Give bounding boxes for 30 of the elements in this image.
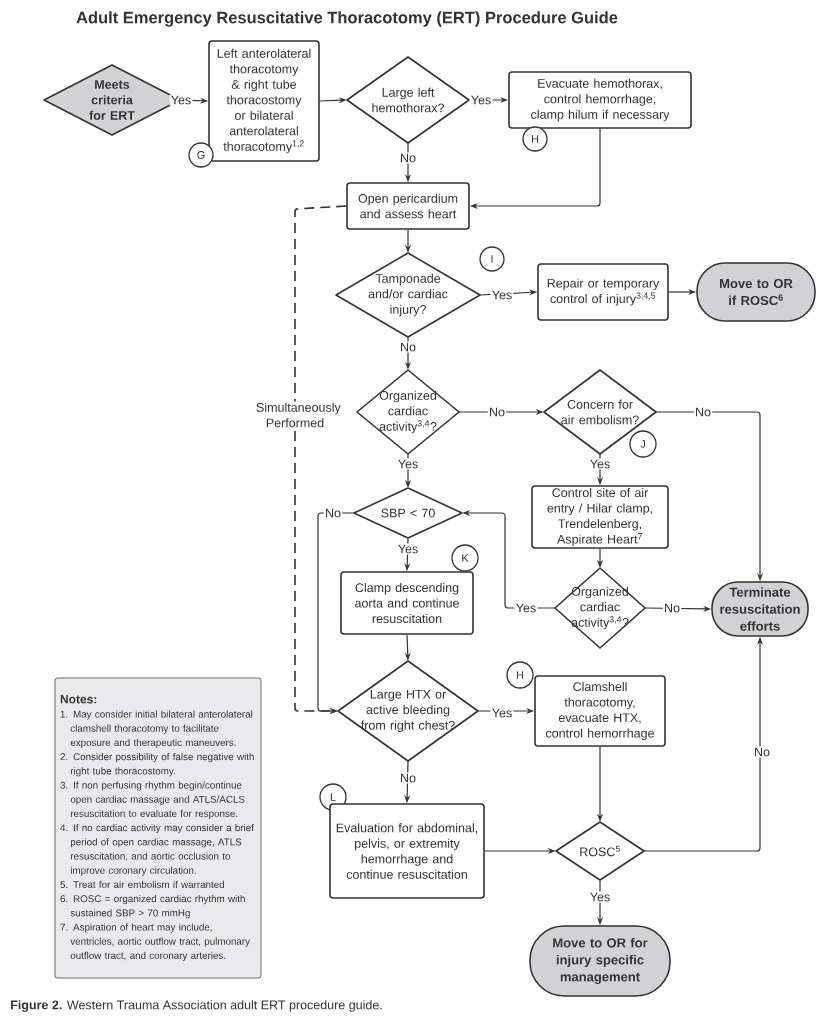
edge-label: No bbox=[398, 341, 418, 353]
process-box: Repair or temporary control of injury$^{3,4,5}$ bbox=[537, 263, 669, 321]
edge-label: No bbox=[398, 772, 418, 784]
edge-label: Yes bbox=[490, 707, 514, 719]
edge-label: No bbox=[662, 602, 682, 614]
edge-label: Yes bbox=[588, 458, 612, 470]
edge-label: Yes bbox=[396, 458, 420, 470]
process-box: Evacuate hemothorax, control hemorrhage, clamp hilum if necessary bbox=[508, 71, 692, 129]
terminal-oval: Move to OR if ROSC$^{6}$ bbox=[696, 262, 816, 322]
edge-label: Yes bbox=[469, 94, 493, 106]
notes-box: Notes: 1. May consider initial bilateral anterolateral clamshell thoracotomy to facilitate exposure and therapeutic maneuvers. 2. Consider possibility of false negative with right tube thoracostomy. 3. If non perfusing rhythm begin/continue open cardiac massage and ATLS/ACLS resuscitation to evaluate for response. 4. If no cardiac activity may consider a brief period of open cardiac massage, ATLS resuscitation, and aortic occlusion to improve coronary circulation. 5. Treat for air embolism if warranted 6. ROSC = organized cardiac rhythm with sustained SBP > 70 mmHg 7. Aspiration of heart may include, ventricles, aortic outflow tract, pulmonary outflow tract, and coronary arteries. bbox=[54, 677, 262, 979]
process-box: Clamp descending aorta and continue resuscitation bbox=[340, 571, 474, 635]
edge-label: No bbox=[487, 406, 507, 418]
edge-label: Yes bbox=[588, 891, 612, 903]
process-box: Open pericardium and assess heart bbox=[346, 182, 470, 230]
title: Adult Emergency Resuscitative Thoracotomy (ERT) Procedure Guide bbox=[76, 11, 618, 27]
process-box: Evaluation for abdominal, pelvis, or extremity hemorrhage and continue resuscitation bbox=[329, 803, 485, 899]
edge-label: No bbox=[398, 152, 418, 164]
caption: Figure 2. Western Trauma Association adult ERT procedure guide. bbox=[11, 1000, 382, 1012]
edge-label: Yes bbox=[514, 602, 538, 614]
process-box: Control site of air entry / Hilar clamp, Trendelenberg, Aspirate Heart$^{7}$ bbox=[531, 485, 669, 549]
process-box: Clamshell thoracotomy, evacuate HTX, control hemorrhage bbox=[534, 675, 666, 747]
edge-label: No bbox=[693, 406, 713, 418]
edge-label: No bbox=[752, 746, 772, 758]
edge-label: Yes bbox=[396, 543, 420, 555]
edge-label: Simultaneously Performed bbox=[254, 401, 341, 429]
edge-label: No bbox=[323, 507, 343, 519]
process-box: Left anterolateral thoracotomy & right tube thoracostomy or bilateral anterolateral thoracotomy$^{1,2}$ bbox=[208, 40, 320, 162]
edge-label: Yes bbox=[490, 289, 514, 301]
edge-label: Yes bbox=[169, 94, 193, 106]
